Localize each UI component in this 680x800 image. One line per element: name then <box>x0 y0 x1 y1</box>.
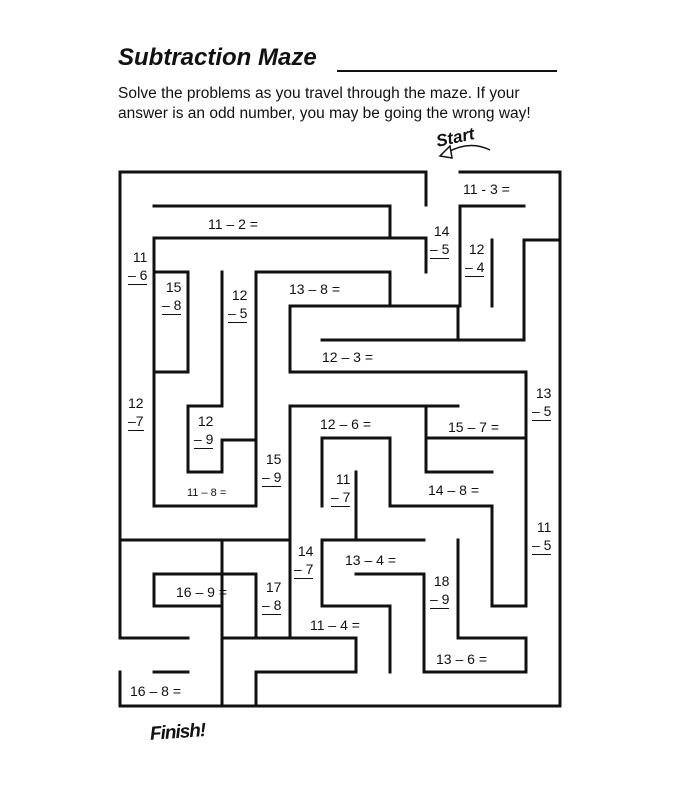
stack-top: 11 <box>335 471 351 487</box>
problem-stacked-17-8: 17 – 8 <box>262 578 282 615</box>
problem-stacked-14-5: 14 – 5 <box>430 222 450 259</box>
instructions-text: Solve the problems as you travel through… <box>118 85 531 122</box>
stack-bottom: – 5 <box>532 403 552 421</box>
start-arrow-icon <box>447 144 491 153</box>
problem-15-7: 15 – 7 = <box>448 419 499 435</box>
problem-16-8: 16 – 8 = <box>130 683 181 699</box>
problem-12-6: 12 – 6 = <box>320 416 371 432</box>
stack-top: 11 <box>132 249 148 265</box>
problem-13-4: 13 – 4 = <box>345 552 396 568</box>
stack-top: 14 <box>433 223 450 239</box>
stack-bottom: – 8 <box>162 297 182 315</box>
stack-top: 11 <box>536 519 552 535</box>
stack-top: 15 <box>265 451 282 467</box>
stack-top: 12 <box>231 287 248 303</box>
problem-stacked-12-4: 12 – 4 <box>465 240 485 277</box>
stack-top: 15 <box>165 279 182 295</box>
stack-bottom: – 5 <box>532 537 552 555</box>
problem-13-8: 13 – 8 = <box>289 281 340 297</box>
problem-stacked-15-9: 15 – 9 <box>262 450 282 487</box>
stack-top: 12 <box>197 413 214 429</box>
problem-stacked-11-6: 11 – 6 <box>128 248 148 285</box>
problem-14-8: 14 – 8 = <box>428 482 479 498</box>
stack-bottom: –7 <box>128 413 144 431</box>
problem-stacked-18-9: 18 – 9 <box>430 572 450 609</box>
stack-bottom: – 5 <box>228 305 248 323</box>
problem-stacked-11-7: 11 – 7 <box>331 470 351 507</box>
page-title: Subtraction Maze <box>118 44 317 71</box>
stack-top: 14 <box>297 543 314 559</box>
stack-bottom: – 7 <box>331 489 351 507</box>
problem-11-2: 11 – 2 = <box>208 216 258 232</box>
problem-11-3: 11 - 3 = <box>463 181 510 197</box>
problem-stacked-12-9: 12 – 9 <box>194 412 214 449</box>
stack-bottom: – 9 <box>430 591 450 609</box>
stack-top: 13 <box>535 385 552 401</box>
problem-stacked-13-5: 13 – 5 <box>532 384 552 421</box>
title-row: Subtraction Maze <box>118 44 317 72</box>
problem-13-6: 13 – 6 = <box>436 651 487 667</box>
stack-bottom: – 8 <box>262 597 282 615</box>
start-arrow-head <box>438 144 453 159</box>
problem-16-9: 16 – 9 = <box>176 584 227 600</box>
stack-top: 18 <box>433 573 450 589</box>
problem-11-4: 11 – 4 = <box>310 617 360 633</box>
problem-stacked-12-7: 12 –7 <box>128 394 144 431</box>
problem-stacked-12-5: 12 – 5 <box>228 286 248 323</box>
problem-12-3: 12 – 3 = <box>322 349 373 365</box>
stack-bottom: – 9 <box>262 469 282 487</box>
problem-stacked-15-8: 15 – 8 <box>162 278 182 315</box>
problem-stacked-14-7: 14 – 7 <box>294 542 314 579</box>
stack-bottom: – 9 <box>194 431 214 449</box>
problem-11-8: 11 – 8 = <box>187 487 227 499</box>
stack-bottom: – 4 <box>465 259 485 277</box>
stack-top: 12 <box>468 241 485 257</box>
stack-top: 17 <box>265 579 282 595</box>
stack-top: 12 <box>128 395 144 411</box>
finish-label: Finish! <box>149 720 206 745</box>
name-blank-line <box>337 70 557 72</box>
stack-bottom: – 7 <box>294 561 314 579</box>
stack-bottom: – 6 <box>128 267 148 285</box>
problem-stacked-11-5: 11 – 5 <box>532 518 552 555</box>
stack-bottom: – 5 <box>430 241 450 259</box>
